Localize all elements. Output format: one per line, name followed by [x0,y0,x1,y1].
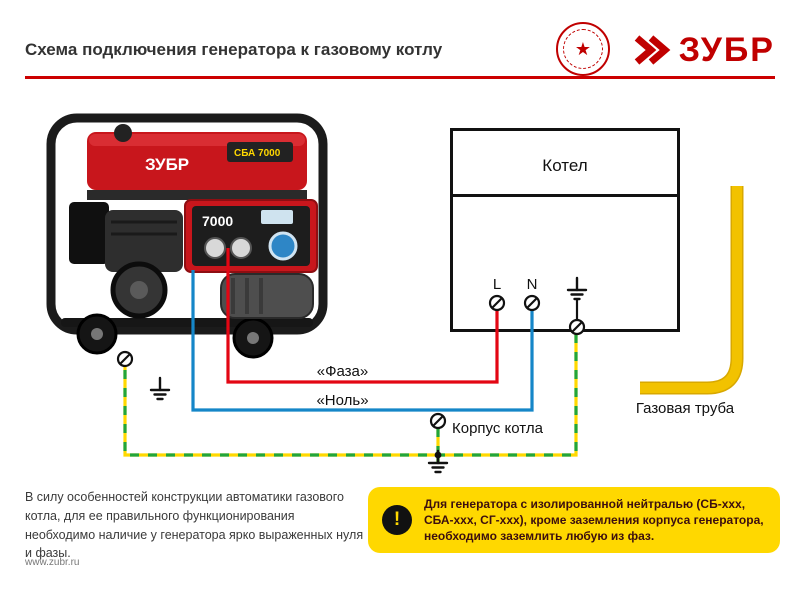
website-url: www.zubr.ru [25,557,80,568]
brand-name: ЗУБР [678,31,775,69]
terminal-l-label: L [492,276,502,293]
generator-illustration: ЗУБР СБА 7000 7000 [46,113,328,359]
power-outlet [204,237,226,259]
power-outlet [230,237,252,259]
boiler-body-terminal-icon [429,412,447,430]
junction-dot [434,451,442,459]
generator-brand-label: ЗУБР [145,155,189,174]
boiler-divider-line [452,194,678,197]
neutral-wire-label: «Ноль» [316,392,369,409]
earth-symbol-bottom-icon [427,449,449,474]
generator-power-label: 7000 [202,213,233,229]
exclamation-icon: ! [382,505,412,535]
generator-mid-band [87,190,307,200]
header-divider [25,76,775,79]
blue-socket [268,231,298,261]
phase-wire-label: «Фаза» [316,363,369,380]
footer-note: В силу особенностей конструкции автомати… [25,490,364,561]
boiler-body-label: Корпус котла [452,420,543,437]
voltmeter [261,210,293,224]
zubr-logo-icon [634,35,671,65]
star-icon: ★ [563,29,603,69]
generator-frame [46,113,328,335]
earth-symbol-left-icon [149,376,171,401]
brand-logo: ЗУБР [633,30,775,70]
page-title: Схема подключения генератора к газовому … [25,40,443,59]
generator-fuel-tank: ЗУБР СБА 7000 [87,124,307,190]
generator-alternator [220,273,314,319]
warning-text: Для генератора с изолированной нейтралью… [424,496,764,544]
generator-control-panel: 7000 [184,199,318,273]
gas-pipe-label: Газовая труба [635,400,735,417]
warning-box: ! Для генератора с изолированной нейтрал… [368,487,780,553]
generator-model-sticker: СБА 7000 [234,148,281,159]
generator-engine [69,202,183,319]
terminal-n-label: N [526,276,538,293]
boiler-label: Котел [542,156,588,175]
quality-stamp: ★ [556,22,610,76]
fuel-cap [114,124,132,142]
